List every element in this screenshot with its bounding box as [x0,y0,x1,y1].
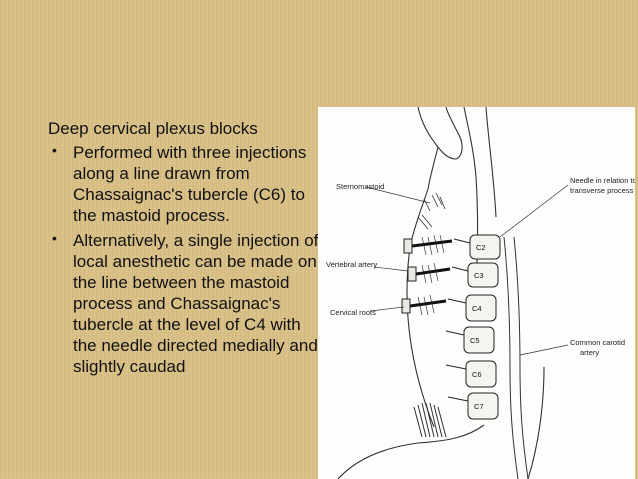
leader-lines [365,184,569,356]
vertebra-label-c7: C7 [474,402,484,411]
vertebral-column [445,234,501,420]
bullet-marker: • [52,142,57,158]
bullet-text: Performed with three injections along a … [73,143,307,225]
vertebra-label-c3: C3 [474,271,484,280]
vertebra-label-c5: C5 [470,336,480,345]
label-sternomastoid: Sternomastoid [336,182,384,191]
cervical-spine-diagram: C2 C3 C4 C5 C6 C7 [326,107,635,479]
vertebra-label-c2: C2 [476,243,486,252]
slide-text: Deep cervical plexus blocks • Performed … [48,118,323,381]
anatomy-illustration: C2 C3 C4 C5 C6 C7 [318,107,635,479]
slide-heading: Deep cervical plexus blocks [48,119,258,138]
label-carotid-1: Common carotid [570,338,625,347]
vertebra-label-c4: C4 [472,304,482,313]
vertebra-labels: C2 C3 C4 C5 C6 C7 [470,243,486,411]
vertebra-label-c6: C6 [472,370,482,379]
bullet-item: • Performed with three injections along … [48,142,323,226]
label-carotid-2: artery [580,348,599,357]
bullet-item: • Alternatively, a single injection of l… [48,230,323,377]
head-outline [337,107,545,479]
figure-labels: Sternomastoid Vertebral artery Cervical … [326,176,635,357]
label-needle-relation-2: transverse process [570,186,634,195]
label-cervical-roots: Cervical roots [330,308,376,317]
label-needle-relation-1: Needle in relation to [570,176,635,185]
label-vertebral-artery: Vertebral artery [326,260,378,269]
common-carotid-artery [503,236,529,479]
sternomastoid-muscle [413,192,447,438]
bullet-marker: • [52,230,57,246]
needles [401,234,453,316]
bullet-text: Alternatively, a single injection of loc… [73,231,319,376]
bullet-list: • Performed with three injections along … [48,142,323,377]
